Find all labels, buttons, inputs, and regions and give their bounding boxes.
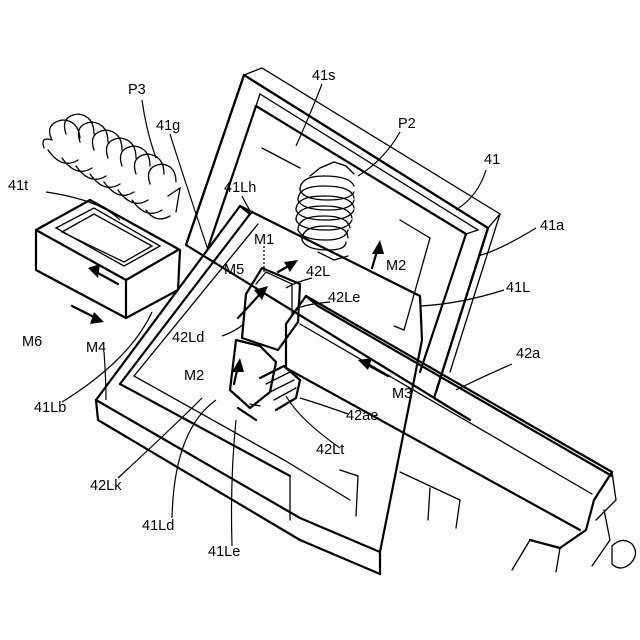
label-M3: M3 xyxy=(392,386,412,402)
label-P3: P3 xyxy=(128,82,146,98)
label-41g: 41g xyxy=(156,118,180,134)
label-42a: 42a xyxy=(516,346,541,362)
label-42Lt: 42Lt xyxy=(316,442,344,458)
label-41t: 41t xyxy=(8,178,28,194)
label-41L: 41L xyxy=(506,280,530,296)
label-42ae: 42ae xyxy=(346,408,378,424)
label-42Ld: 42Ld xyxy=(172,330,204,346)
label-M1: M1 xyxy=(254,232,274,248)
label-41Ld: 41Ld xyxy=(142,518,174,534)
label-M2-mid: M2 xyxy=(184,368,204,384)
block-41t xyxy=(36,200,180,318)
label-42L: 42L xyxy=(306,264,330,280)
label-41Lb: 41Lb xyxy=(34,400,66,416)
label-41: 41 xyxy=(484,152,500,168)
label-41Lh: 41Lh xyxy=(224,180,256,196)
label-42Le: 42Le xyxy=(328,290,360,306)
label-M2-top: M2 xyxy=(386,258,406,274)
label-41s: 41s xyxy=(312,68,335,84)
label-M5: M5 xyxy=(224,262,244,278)
label-M4: M4 xyxy=(86,340,106,356)
label-M6: M6 xyxy=(22,334,42,350)
label-41Le: 41Le xyxy=(208,544,240,560)
arrow-m5 xyxy=(238,292,262,318)
label-41a: 41a xyxy=(540,218,565,234)
label-42Lk: 42Lk xyxy=(90,478,122,494)
label-P2: P2 xyxy=(398,116,416,132)
